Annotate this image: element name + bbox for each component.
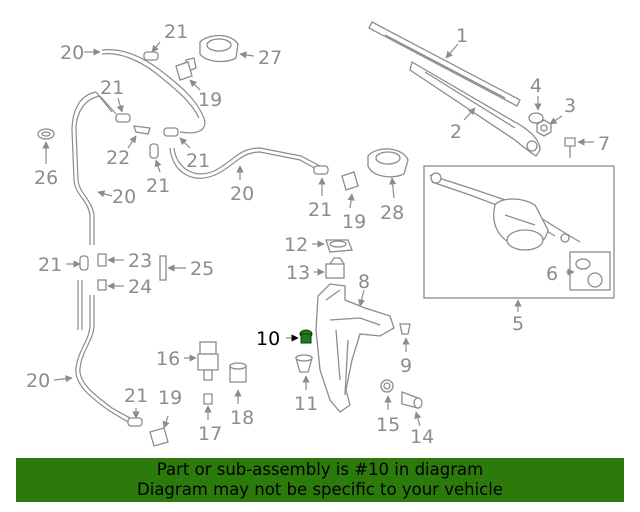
- callout-20-bottom: 20: [26, 370, 50, 392]
- reservoir-sensor: [325, 257, 345, 279]
- callout-21-left: 21: [38, 254, 62, 276]
- callout-20-left: 20: [112, 186, 136, 208]
- callout-21-bottom: 21: [124, 385, 148, 407]
- hose-elbow-middle: [341, 171, 359, 191]
- callout-20-middle: 20: [230, 183, 254, 205]
- callout-10: 10: [256, 328, 280, 350]
- callout-8: 8: [358, 271, 370, 293]
- callout-9: 9: [400, 355, 412, 377]
- callout-21-upper-left: 21: [100, 77, 124, 99]
- highlighted-part-10: [299, 329, 313, 344]
- callout-14: 14: [410, 426, 434, 448]
- washer-jet-right: [367, 148, 409, 178]
- wiper-bolt: [564, 137, 576, 158]
- wiper-linkage-box: [423, 165, 615, 299]
- callout-21-right: 21: [308, 199, 332, 221]
- parts-diagram: 1 2 3 4 5 6 7 8 9 10 11 12 13 14 15 16 1…: [26, 21, 615, 448]
- callout-20-top: 20: [60, 42, 84, 64]
- washer-hose-middle: [169, 147, 321, 179]
- callout-19-upper: 19: [198, 89, 222, 111]
- wiper-blade: [368, 21, 521, 107]
- arm-nut: [536, 119, 552, 137]
- callout-4: 4: [530, 75, 542, 97]
- callout-13: 13: [286, 262, 310, 284]
- hose-sleeve: [159, 255, 167, 281]
- callout-26: 26: [34, 167, 58, 189]
- callout-28: 28: [380, 202, 404, 224]
- washer-hose-lower: [75, 280, 131, 423]
- callout-1: 1: [456, 25, 468, 47]
- pump-seal: [380, 379, 394, 393]
- callout-18: 18: [230, 407, 254, 429]
- callout-16: 16: [156, 348, 180, 370]
- hood-grommet: [37, 128, 55, 140]
- callout-24: 24: [128, 276, 152, 298]
- callout-15: 15: [376, 414, 400, 436]
- washer-hose-left: [71, 91, 117, 245]
- leader-lines: [42, 41, 594, 429]
- pump-grommet: [295, 354, 313, 373]
- callout-21-upper-right: 21: [186, 150, 210, 172]
- callout-12: 12: [284, 234, 308, 256]
- reservoir-grommet: [399, 323, 411, 335]
- t-connector: [97, 253, 107, 291]
- callout-19-middle: 19: [342, 211, 366, 233]
- y-connector: [133, 125, 151, 135]
- washer-reservoir: [315, 283, 395, 413]
- check-valve: [203, 393, 213, 405]
- callout-6: 6: [546, 263, 558, 285]
- callout-5: 5: [512, 313, 524, 335]
- callout-19-lower: 19: [158, 387, 182, 409]
- washer-hose-upper: [101, 49, 206, 134]
- callout-22: 22: [106, 147, 130, 169]
- callout-7: 7: [598, 133, 610, 155]
- footer-disclaimer: Diagram may not be specific to your vehi…: [137, 480, 503, 499]
- callout-23: 23: [128, 250, 152, 272]
- pump-connector: [229, 362, 247, 383]
- footer-banner: Part or sub-assembly is #10 in diagram D…: [16, 458, 624, 502]
- callout-27: 27: [258, 47, 282, 69]
- washer-jet-left: [185, 34, 239, 73]
- arm-cap: [528, 112, 544, 124]
- hose-connectors: [79, 51, 329, 427]
- callout-21-center: 21: [146, 175, 170, 197]
- level-sensor: [401, 391, 423, 409]
- callout-11: 11: [294, 393, 318, 415]
- reservoir-cap: [325, 239, 353, 253]
- callout-2: 2: [450, 121, 462, 143]
- callout-21-top: 21: [164, 21, 188, 43]
- washer-pump: [197, 341, 219, 381]
- footer-part-note: Part or sub-assembly is #10 in diagram: [156, 460, 484, 479]
- hose-elbow-lower: [149, 427, 169, 447]
- hose-elbow-upper: [175, 61, 193, 81]
- callout-17: 17: [198, 423, 222, 445]
- callout-3: 3: [564, 95, 576, 117]
- callout-25: 25: [190, 258, 214, 280]
